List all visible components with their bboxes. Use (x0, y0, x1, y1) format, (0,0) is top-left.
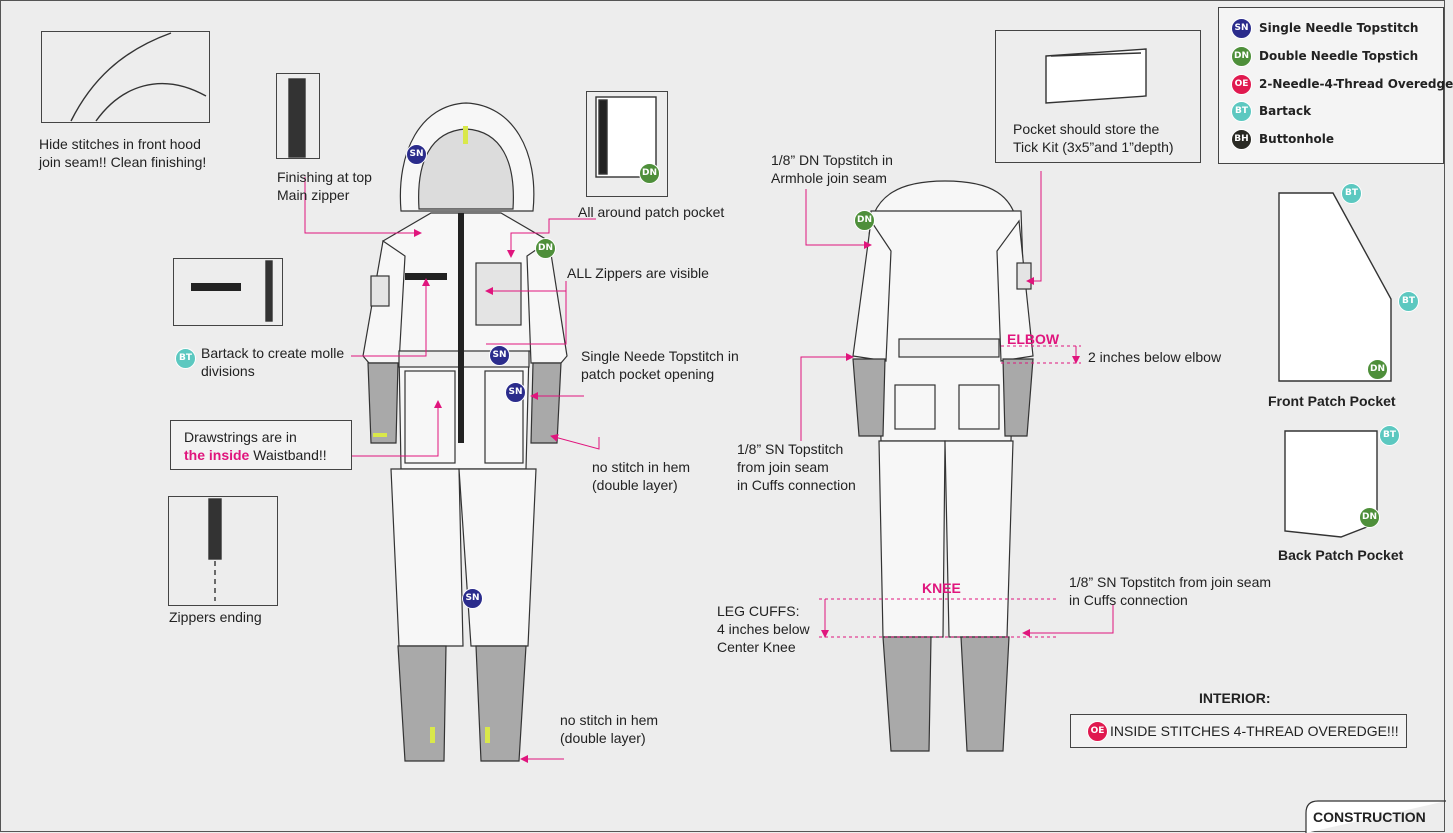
construction-tab-frame (1305, 800, 1446, 833)
top-zipper-detail-panel (276, 73, 320, 159)
drawstrings-emphasis: the inside (184, 447, 250, 463)
tick-kit-pocket-panel (995, 30, 1201, 163)
leader-lines (304, 171, 1114, 763)
top-zipper-note: Finishing at top Main zipper (277, 169, 372, 203)
knee-label: KNEE (922, 580, 961, 596)
stitch-legend: SN Single Needle Topstitch DN Double Nee… (1218, 7, 1453, 164)
legend-label: 2-Needle-4-Thread Overedge (1259, 77, 1453, 91)
sn-badge-icon: SN (505, 382, 526, 403)
interior-note-box: OE INSIDE STITCHES 4-THREAD OVEREDGE!!! (1070, 714, 1407, 748)
bt-badge-icon: BT (175, 348, 196, 369)
interior-note: INSIDE STITCHES 4-THREAD OVEREDGE!!! (1110, 723, 1399, 739)
sleeve-hem-note: no stitch in hem (double layer) (592, 459, 691, 493)
oe-badge-icon: OE (1087, 721, 1108, 742)
oe-badge-icon: OE (1231, 74, 1252, 95)
armhole-dn-note: 1/8” DN Topstitch in Armhole join seam (771, 152, 893, 186)
sn-badge-icon: SN (1231, 18, 1252, 39)
dn-badge-icon: DN (1359, 507, 1380, 528)
interior-title: INTERIOR: (1199, 690, 1271, 706)
bt-badge-icon: BT (1231, 101, 1252, 122)
sn-badge-icon: SN (489, 345, 510, 366)
patch-pocket-note: All around patch pocket (578, 204, 725, 220)
dn-badge-icon: DN (1367, 359, 1388, 380)
construction-tab: CONSTRUCTION (1313, 809, 1426, 825)
sleeve-cuff-sn-note: 1/8” SN Topstitch from join seam in Cuff… (737, 441, 856, 493)
dn-badge-icon: DN (854, 210, 875, 231)
drawstrings-suffix: Waistband!! (249, 447, 327, 463)
dn-badge-icon: DN (535, 238, 556, 259)
detail-sketches (70, 32, 1392, 601)
tick-kit-note: Pocket should store the Tick Kit (3x5”an… (1013, 121, 1174, 155)
legend-label: Single Needle Topstitch (1259, 21, 1419, 35)
measure-guides (819, 345, 1081, 638)
drawstrings-note-line2: the inside Waistband!! (184, 446, 327, 464)
zippers-ending-note: Zippers ending (169, 609, 262, 625)
back-patch-pocket-title: Back Patch Pocket (1278, 547, 1404, 563)
bt-badge-icon: BT (1398, 291, 1419, 312)
zipper-ending-detail-panel (168, 496, 278, 606)
hood-seam-detail-panel (41, 31, 210, 123)
leg-cuffs-note: LEG CUFFS: 4 inches below Center Knee (717, 603, 810, 655)
elbow-label: ELBOW (1007, 331, 1060, 347)
leg-hem-note: no stitch in hem (double layer) (560, 712, 659, 746)
molle-detail-panel (173, 258, 283, 326)
bartack-molle-note: Bartack to create molle divisions (201, 345, 345, 379)
bt-badge-icon: BT (1341, 183, 1362, 204)
drawstrings-note-line1: Drawstrings are in (184, 429, 297, 445)
leg-cuff-sn-note: 1/8” SN Topstitch from join seam in Cuff… (1069, 574, 1272, 608)
bt-badge-icon: BT (1379, 425, 1400, 446)
legend-label: Double Needle Topstich (1259, 49, 1419, 63)
sn-patch-opening-note: Single Neede Topstitch in patch pocket o… (581, 348, 739, 382)
legend-label: Buttonhole (1259, 132, 1334, 146)
legend-label: Bartack (1259, 104, 1312, 118)
dn-badge-icon: DN (639, 163, 660, 184)
dn-badge-icon: DN (1231, 46, 1252, 67)
hood-seam-note: Hide stitches in front hood join seam!! … (39, 136, 207, 170)
drawstrings-note-box: Drawstrings are in the inside Waistband!… (170, 420, 352, 470)
sn-badge-icon: SN (406, 144, 427, 165)
back-view-coverall (852, 180, 1034, 752)
zippers-visible-note: ALL Zippers are visible (567, 265, 709, 281)
sn-badge-icon: SN (462, 588, 483, 609)
front-view-coverall (362, 102, 568, 762)
below-elbow-note: 2 inches below elbow (1088, 349, 1222, 365)
front-patch-pocket-title: Front Patch Pocket (1268, 393, 1396, 409)
bh-badge-icon: BH (1231, 129, 1252, 150)
patch-pocket-detail-panel (586, 91, 668, 197)
